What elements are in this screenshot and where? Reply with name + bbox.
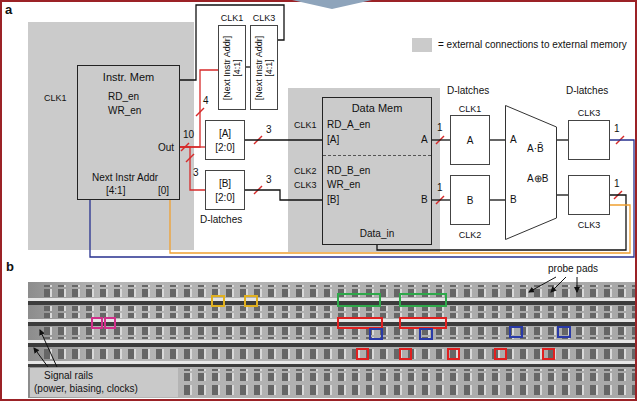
legend-text: = external connections to external memor…: [438, 39, 627, 51]
latch-box: CLK3: [568, 120, 610, 160]
chip-photo: [28, 282, 635, 398]
wire: [245, 190, 322, 200]
callout-label: Signal rails: [44, 370, 93, 382]
bus-width: 4: [203, 95, 209, 107]
latch-box: CLK3[Next Instr Addr] [4:1]: [250, 25, 278, 110]
bus-width: 3: [266, 174, 272, 186]
wire: [490, 199, 505, 200]
wire: [557, 194, 568, 195]
memory-block: Data MemRD_A_en [A] RD_B_enWR_en [B] A B Data_…: [322, 97, 432, 245]
clock-label: CLK2: [294, 165, 317, 177]
node-text: B: [510, 194, 517, 206]
node-text: B: [467, 195, 474, 207]
group-label: D-latches: [200, 214, 242, 226]
clock-label: CLK1: [44, 92, 67, 104]
bus-width: 1: [614, 123, 620, 135]
wire: [245, 139, 322, 140]
memory-block: Instr. MemRD_enWR_enOutNext Instr Addr[4…: [77, 65, 180, 200]
node-text: [Next Instr Addr] [4:1]: [254, 27, 274, 109]
alu-outline: [505, 105, 557, 240]
node-text: [Next Instr Addr] [4:1]: [222, 27, 242, 109]
wire: [432, 199, 450, 200]
bus-width: 1: [437, 122, 443, 134]
external-region: [28, 22, 194, 250]
node-text: B: [421, 194, 428, 206]
node-text: Next Instr Addr: [92, 172, 158, 184]
node-text: Data Mem: [352, 102, 403, 114]
wire: [557, 139, 568, 140]
node-text: A: [510, 134, 517, 146]
group-label: D-latches: [447, 85, 489, 97]
leader-lines: [34, 277, 577, 367]
node-text: RD_B_en: [327, 165, 370, 177]
node-text: A: [467, 135, 474, 147]
wire: [490, 139, 505, 140]
node-text: [2:0]: [215, 192, 234, 204]
node-text: CLK1: [221, 12, 244, 24]
node-text: [B]: [327, 194, 339, 206]
highlight-boxes: [92, 294, 570, 359]
bus-slashes: [181, 108, 624, 204]
callout-label: probe pads: [548, 263, 598, 275]
latch-box: CLK3: [568, 175, 610, 215]
node-text: CLK3: [578, 219, 601, 231]
node-text: WR_en: [108, 105, 141, 117]
node-text: [A]: [327, 134, 339, 146]
node-text: [0]: [158, 185, 169, 197]
alu-shape: A B A·B̄ A⊕B: [505, 105, 557, 240]
latch-box: CLK1A: [450, 115, 490, 165]
node-text: RD_A_en: [327, 119, 370, 131]
latch-box: [A] [2:0]: [205, 120, 245, 160]
node-text: A⊕B: [527, 173, 548, 185]
bus-width: 3: [266, 124, 272, 136]
node-text: CLK3: [253, 12, 276, 24]
clock-label: CLK3: [294, 179, 317, 191]
node-text: [A]: [219, 128, 231, 140]
panel-letter: a: [5, 2, 12, 17]
latch-box: BCLK2: [450, 175, 490, 225]
wire: [432, 139, 450, 140]
legend-swatch: [412, 38, 432, 52]
panel-letter: b: [6, 259, 14, 274]
clock-label: CLK1: [294, 119, 317, 131]
alu-trapezoid: [506, 106, 557, 240]
node-text: Out: [158, 142, 174, 154]
top-chevron: [292, 0, 372, 9]
latch-box: CLK1[Next Instr Addr] [4:1]: [218, 25, 246, 110]
node-text: Data_in: [360, 228, 394, 240]
external-region: [288, 88, 440, 252]
node-text: A·B̄: [527, 143, 544, 155]
node-text: CLK1: [459, 103, 482, 115]
node-text: [4:1]: [106, 185, 125, 197]
group-label: D-latches: [566, 85, 608, 97]
node-text: CLK3: [578, 107, 601, 119]
node-text: [B]: [219, 178, 231, 190]
bus-width: 3: [193, 167, 199, 179]
bus-width: 1: [437, 182, 443, 194]
latch-box: [B] [2:0]: [205, 170, 245, 210]
node-text: CLK2: [459, 229, 482, 241]
node-text: RD_en: [108, 91, 139, 103]
callout-label: (power, biasing, clocks): [34, 383, 138, 395]
bus-width: 1: [614, 178, 620, 190]
node-text: Instr. Mem: [103, 71, 154, 83]
node-text: WR_en: [327, 179, 360, 191]
node-text: A: [421, 134, 428, 146]
node-text: [2:0]: [215, 142, 234, 154]
wire: [180, 147, 205, 190]
divider-line: [323, 155, 431, 156]
bus-width: 10: [183, 129, 194, 141]
